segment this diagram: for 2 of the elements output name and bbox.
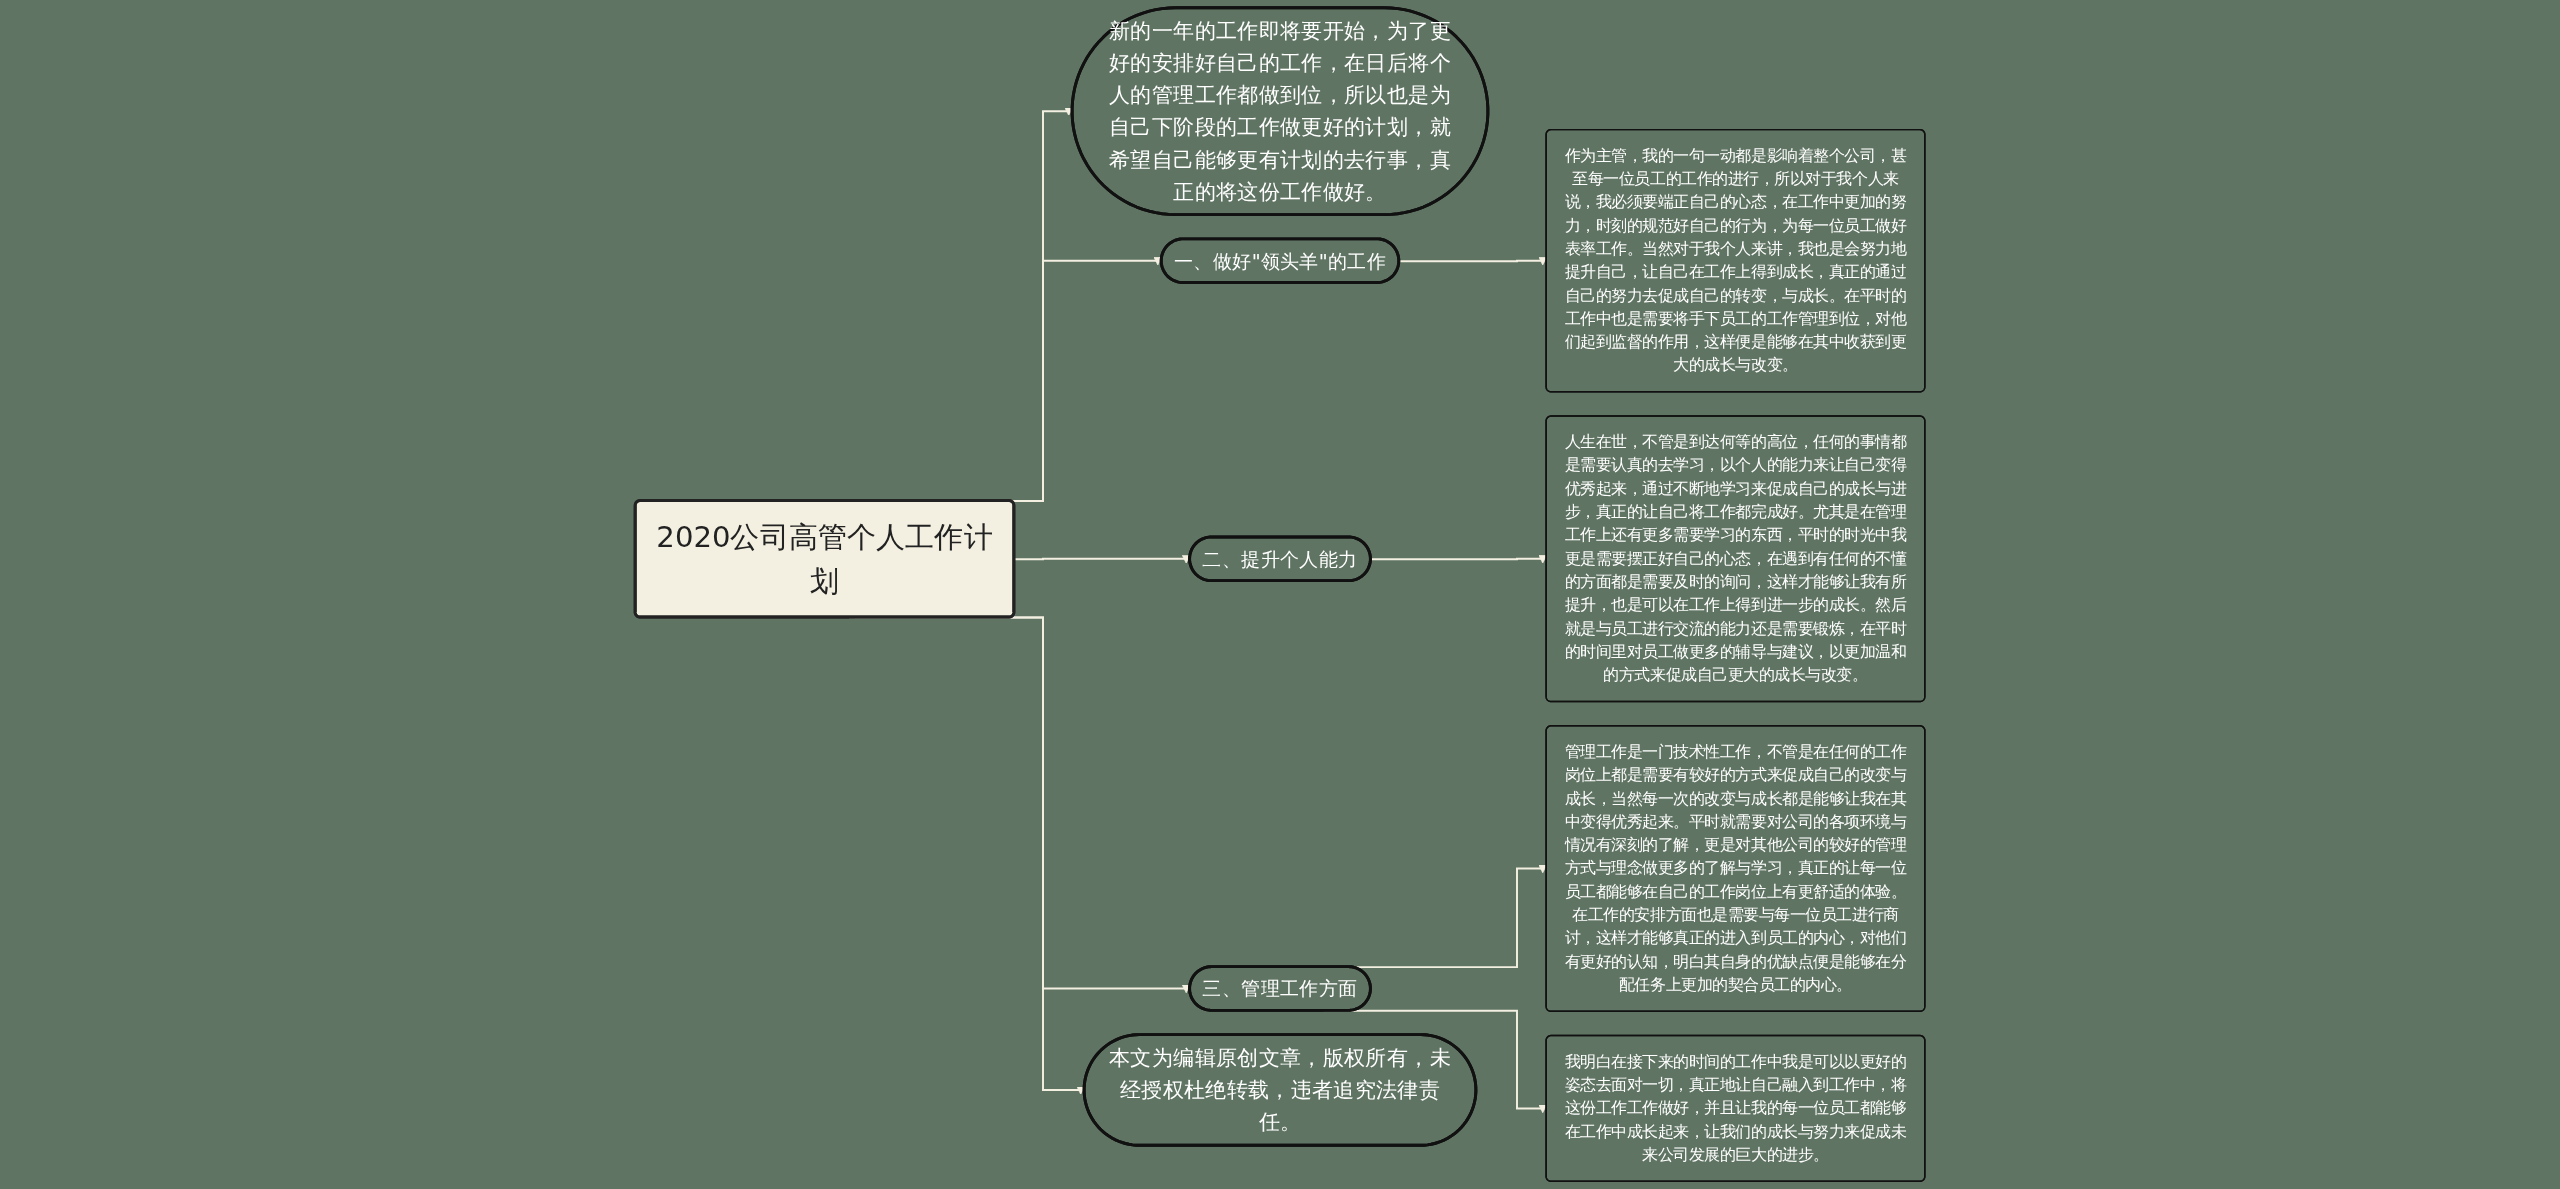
arrow bbox=[1398, 256, 1547, 266]
arrow bbox=[1013, 555, 1191, 564]
